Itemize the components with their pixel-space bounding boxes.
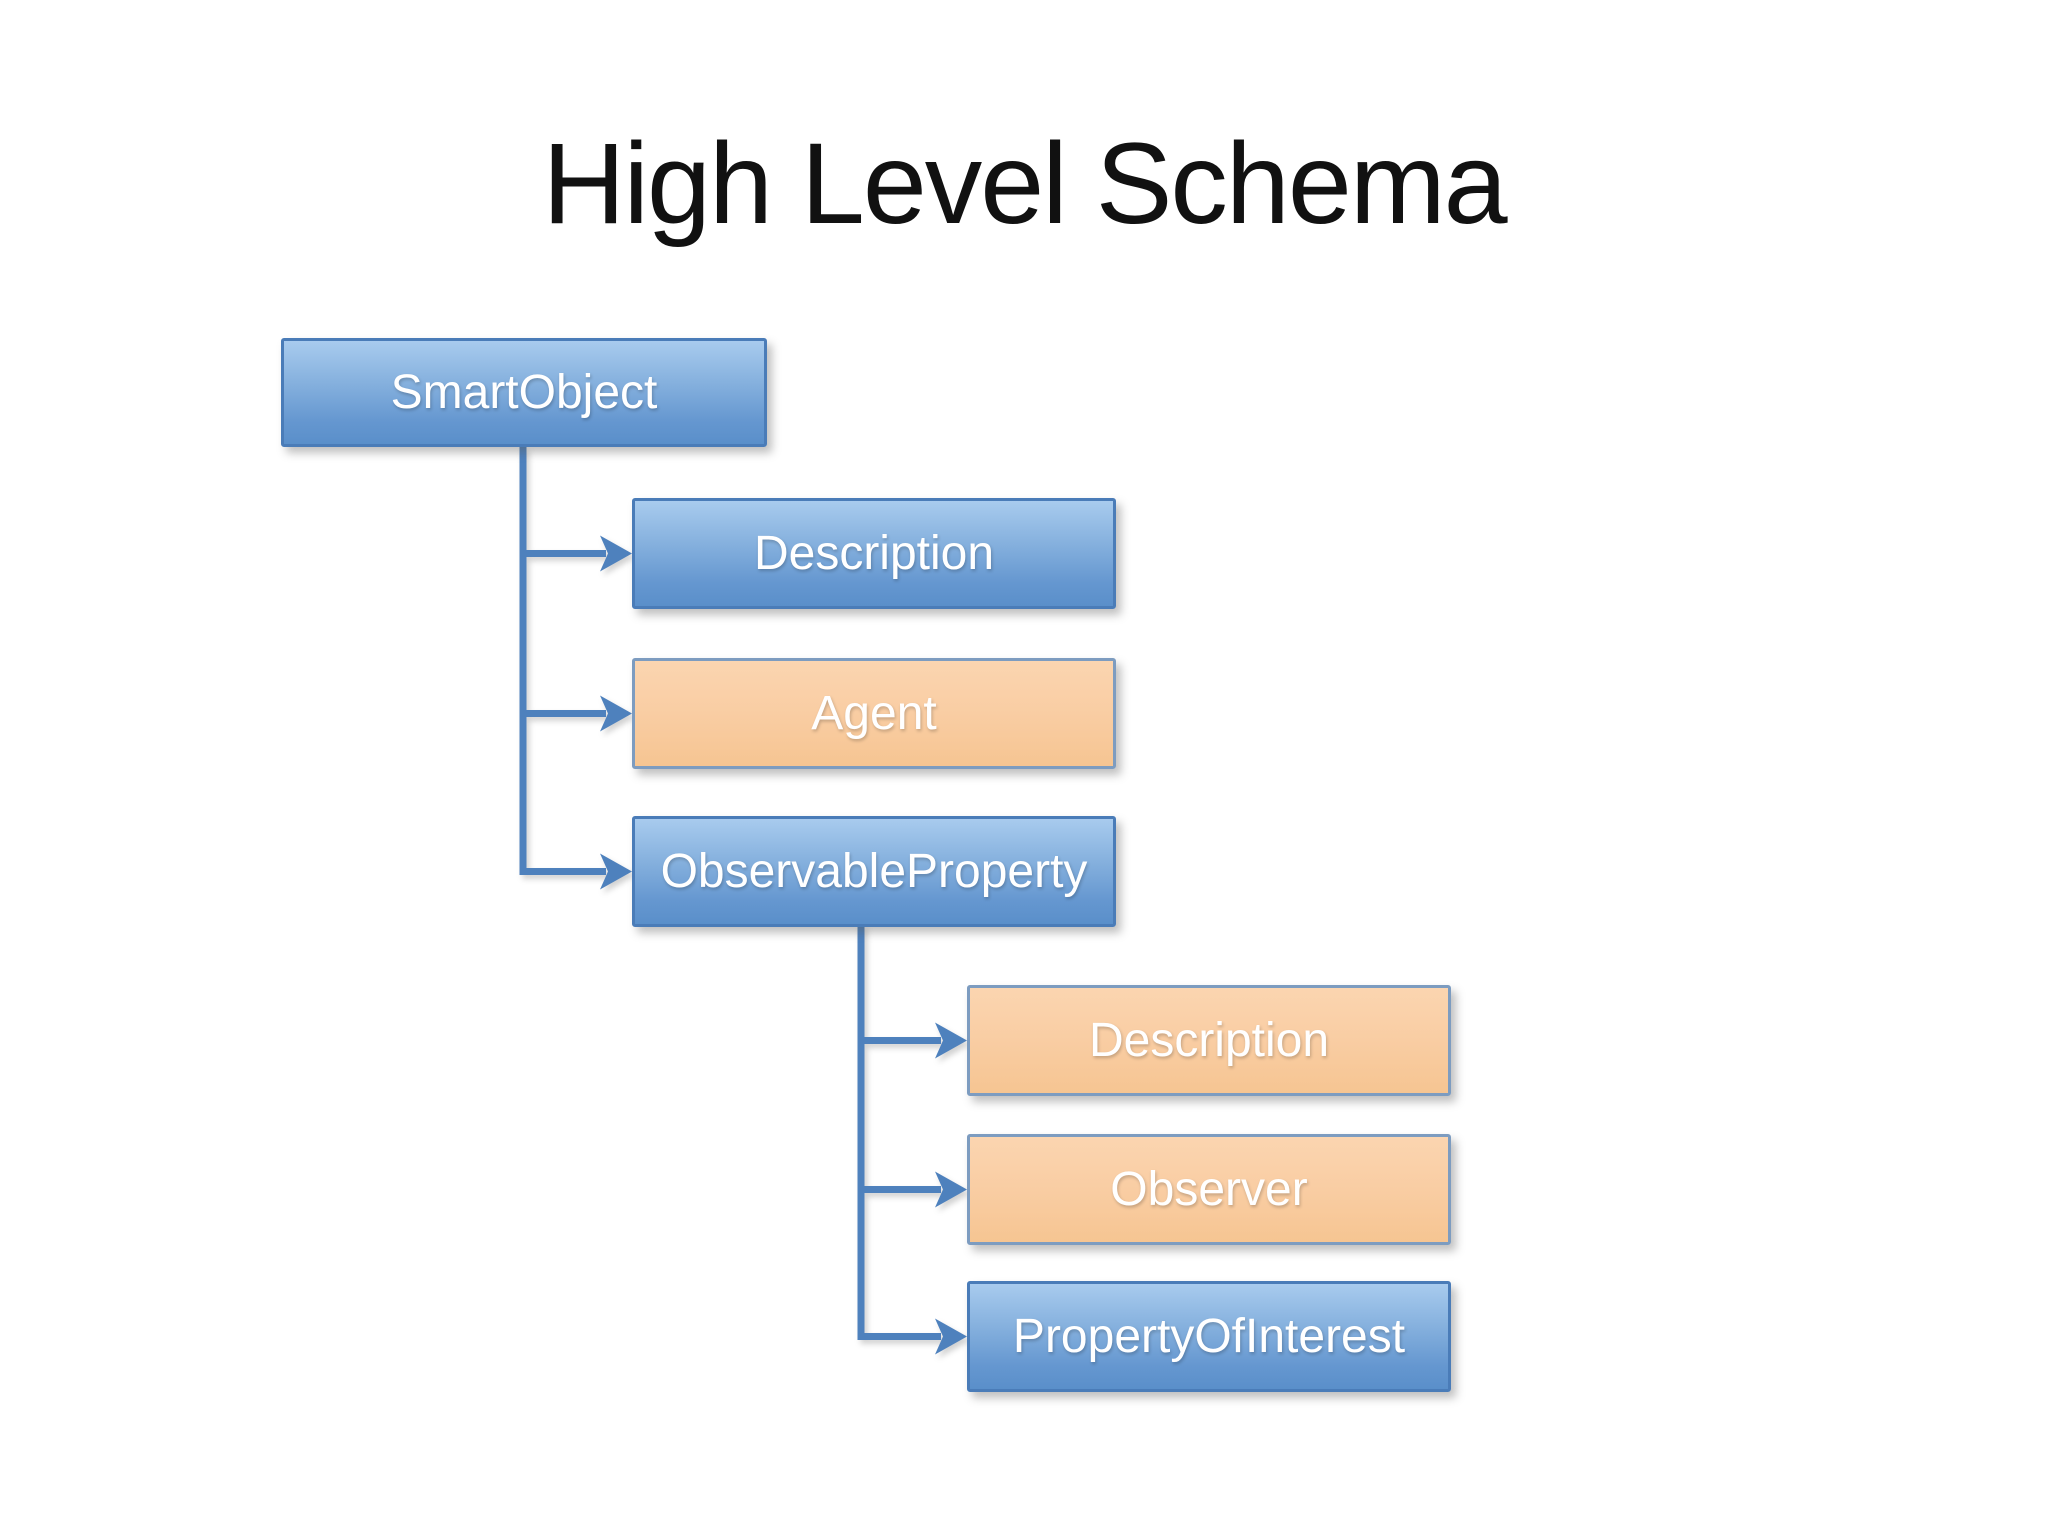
node-label: PropertyOfInterest [1012,1310,1406,1363]
arrowhead-observable-property [600,853,632,890]
node-property-of-interest: PropertyOfInterest [967,1281,1451,1392]
node-observer: Observer [967,1134,1451,1245]
arrowhead-property-of-interest [935,1318,967,1355]
node-agent: Agent [632,658,1116,769]
node-label: Agent [811,687,937,740]
node-label: ObservableProperty [660,845,1088,898]
arrowhead-agent [600,695,632,732]
node-label: Observer [1110,1163,1308,1216]
node-description-1: Description [632,498,1116,609]
node-description-2: Description [967,985,1451,1096]
arrowhead-description-1 [600,535,632,572]
connector-smartobject-trunk [519,447,606,875]
node-observable-property: ObservableProperty [632,816,1116,927]
node-label: Description [1088,1014,1330,1067]
slide-title: High Level Schema [542,120,1507,248]
connector-observableproperty-trunk [857,925,941,1340]
node-label: SmartObject [390,366,658,419]
node-smart-object: SmartObject [281,338,767,447]
arrowhead-description-2 [935,1022,967,1059]
arrowhead-observer [935,1171,967,1208]
node-label: Description [753,527,995,580]
